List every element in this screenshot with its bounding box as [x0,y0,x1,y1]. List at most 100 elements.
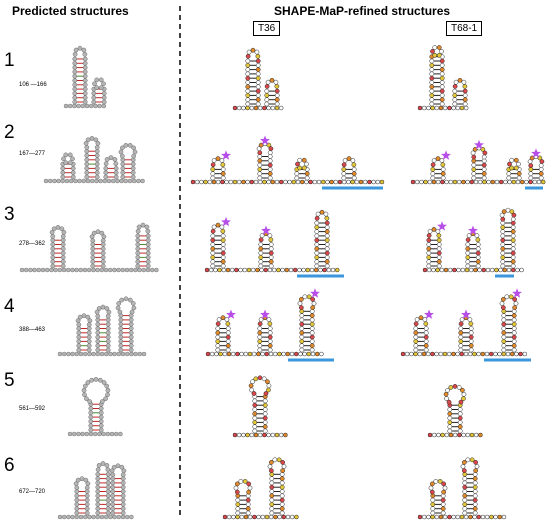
nucleotide [538,175,544,181]
nucleotide [116,267,121,273]
nucleotide [277,351,282,357]
nucleotide [302,294,308,300]
nucleotide [87,399,93,404]
nucleotide [478,432,483,438]
nucleotide [118,334,124,340]
nucleotide [301,165,307,171]
nucleotide [269,506,275,512]
nucleotide [423,343,429,349]
nucleotide [442,485,448,491]
nucleotide [246,49,252,55]
nucleotide [253,376,259,382]
nucleotide [95,514,101,520]
nucleotide [283,432,288,438]
nucleotide [475,237,481,243]
nucleotide [324,233,330,239]
nucleotide [98,85,104,91]
nucleotide [124,267,130,273]
nucleotide [243,351,249,357]
nucleotide [419,179,424,185]
nucleotide [430,497,436,503]
nucleotide [94,174,100,180]
nucleotide [482,179,487,185]
nucleotide [494,267,499,273]
nucleotide [506,171,512,177]
nucleotide [51,226,57,232]
nucleotide [128,343,134,349]
nucleotide [304,175,310,181]
reactivity-star [424,309,434,319]
nucleotide [145,237,151,243]
nucleotide [74,497,80,503]
nucleotide [267,326,273,331]
nucleotide [324,224,330,230]
nucleotide [190,179,196,185]
nucleotide [258,250,264,256]
nucleotide [250,267,256,273]
nucleotide [469,457,475,463]
nucleotide [503,179,508,185]
nucleotide [278,179,284,185]
nucleotide [264,88,270,94]
nucleotide [268,351,274,357]
nucleotide [440,432,445,438]
nucleotide [251,351,257,357]
nucleotide [220,315,226,321]
nucleotide [262,432,267,438]
nucleotide [510,224,516,230]
nucleotide [103,514,109,520]
nucleotide [330,267,336,273]
nucleotide [210,162,216,168]
nucleotide [57,267,63,273]
nucleotide [254,49,260,55]
nucleotide [511,330,517,336]
nucleotide [144,224,150,230]
nucleotide [445,387,450,393]
nucleotide [93,103,98,109]
nucleotide [262,411,268,417]
nucleotide [475,242,481,247]
nucleotide [462,97,468,103]
nucleotide [505,207,511,213]
nucleotide [309,321,315,327]
nucleotide [511,317,517,323]
nucleotide [467,351,473,357]
nucleotide [501,351,507,357]
nucleotide [91,514,96,520]
nucleotide [409,351,414,357]
nucleotide [447,415,453,421]
nucleotide [506,267,512,273]
nucleotide [475,250,481,256]
nucleotide [95,510,101,516]
nucleotide [500,216,506,222]
nucleotide [56,178,61,184]
nucleotide [105,497,111,503]
nucleotide [457,424,463,430]
nucleotide [101,103,107,109]
nucleotide [235,514,240,520]
nucleotide [447,428,453,434]
nucleotide [257,167,263,172]
nucleotide [234,489,240,495]
nucleotide [129,351,134,357]
nucleotide [516,175,522,181]
nucleotide [440,175,446,181]
nucleotide [235,351,240,357]
reactivity-star [310,288,320,298]
nucleotide [235,497,241,503]
nucleotide [266,383,272,389]
nucleotide [324,263,330,269]
nucleotide [299,321,305,327]
nucleotide [278,432,284,438]
nucleotide [511,326,517,331]
nucleotide [120,484,126,490]
nucleotide [413,347,419,353]
nucleotide [294,171,300,177]
nucleotide [85,314,91,320]
nucleotide [82,73,88,79]
nucleotide [462,502,468,507]
nucleotide [128,347,134,353]
nucleotide [468,330,474,336]
nucleotide [439,58,445,64]
nucleotide [268,246,274,252]
